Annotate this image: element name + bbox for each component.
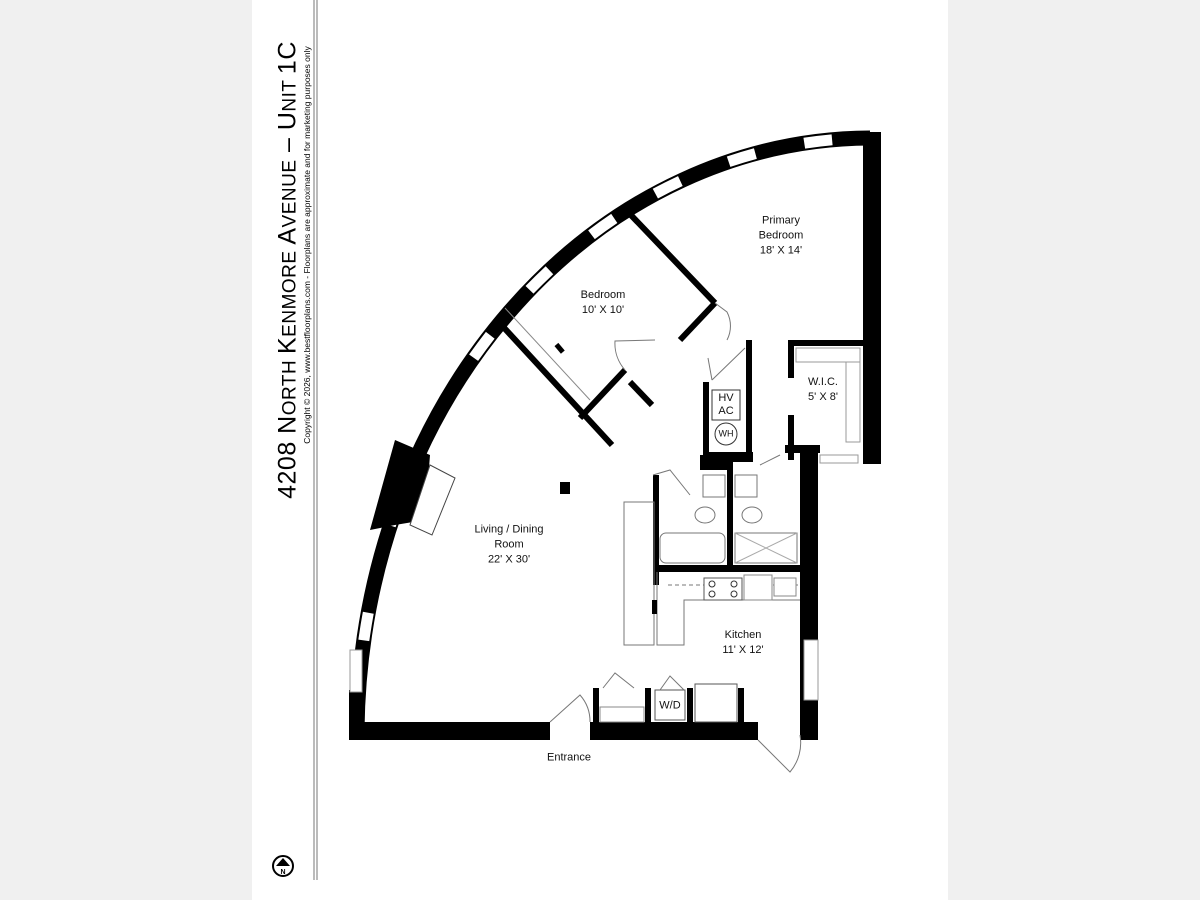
- bath-wall: [700, 455, 730, 470]
- north-arrow-icon: N: [272, 855, 294, 877]
- room-label-wic: W.I.C.5' X 8': [808, 376, 838, 403]
- closet-wall: [645, 688, 651, 724]
- kitchen-sink: [773, 577, 797, 597]
- sink: [702, 474, 726, 498]
- entrance-label: Entrance: [546, 751, 592, 764]
- bedroom-wall-short: [677, 300, 718, 343]
- exterior-wall-east: [863, 132, 881, 464]
- bedroom-door[interactable]: [614, 339, 656, 371]
- toilet: [741, 506, 763, 524]
- wic-wall: [788, 340, 794, 378]
- exterior-wall-south: [349, 722, 550, 740]
- closet-wall: [627, 379, 655, 408]
- peninsula: [623, 501, 655, 646]
- bath-wall: [653, 475, 659, 585]
- hall-door[interactable]: [759, 454, 781, 466]
- hvac-unit: [711, 389, 741, 421]
- closet-door[interactable]: [707, 347, 746, 381]
- washer-dryer: [654, 689, 686, 721]
- hearth: [409, 464, 456, 536]
- floorplan-sheet: [252, 0, 948, 900]
- primary-bedroom-door[interactable]: [714, 302, 731, 341]
- closet-wall: [577, 367, 628, 421]
- bath-door[interactable]: [652, 469, 691, 496]
- closet-wall: [738, 688, 744, 724]
- burner: [730, 580, 738, 588]
- closet-shelf: [599, 706, 645, 723]
- range: [703, 577, 743, 601]
- closet-wall: [593, 688, 599, 724]
- burner: [708, 590, 716, 598]
- bedroom-wall: [492, 315, 615, 448]
- window-east: [803, 639, 819, 701]
- window-west: [349, 649, 363, 693]
- copyright-notice: Copyright © 2026, www.bestfloorplans.com…: [302, 46, 312, 444]
- water-heater: [714, 422, 738, 446]
- kitchen-door[interactable]: [757, 734, 802, 773]
- dishwasher: [743, 574, 773, 601]
- wic-wall: [785, 445, 820, 453]
- bedroom-primary-wall: [625, 209, 718, 306]
- exterior-wall-corner: [349, 690, 364, 740]
- closet-wall: [687, 688, 693, 724]
- svg-text:N: N: [280, 869, 285, 876]
- burner: [708, 580, 716, 588]
- closet-door[interactable]: [602, 672, 685, 691]
- burner: [730, 590, 738, 598]
- wic-shelf: [845, 361, 861, 443]
- wic-wall: [788, 340, 868, 346]
- column: [560, 482, 570, 494]
- mech-wall: [703, 382, 709, 457]
- page-title: 4208 NORTH KENMORE AVENUE – UNIT 1C: [273, 41, 302, 499]
- wic-shelf: [795, 347, 861, 363]
- refrigerator: [694, 683, 738, 723]
- bath-divider-wall: [727, 455, 733, 570]
- window-wic: [819, 454, 859, 464]
- shower-drain-lines: [734, 532, 798, 564]
- entrance-door[interactable]: [549, 694, 591, 723]
- laundry-label: W/D: [659, 699, 681, 712]
- curved-wall-windows: [351, 132, 871, 731]
- water-heater-label: WH: [718, 428, 734, 439]
- fireplace: [370, 440, 430, 530]
- toilet: [694, 506, 716, 524]
- wic-wall: [788, 415, 794, 460]
- wall-stub: [652, 600, 657, 614]
- bathtub: [659, 532, 726, 564]
- closet-shelf: [504, 307, 591, 401]
- exterior-wall-south-2: [590, 722, 758, 740]
- mech-wall: [746, 340, 752, 455]
- wall-stub: [554, 342, 565, 354]
- sink: [734, 474, 758, 498]
